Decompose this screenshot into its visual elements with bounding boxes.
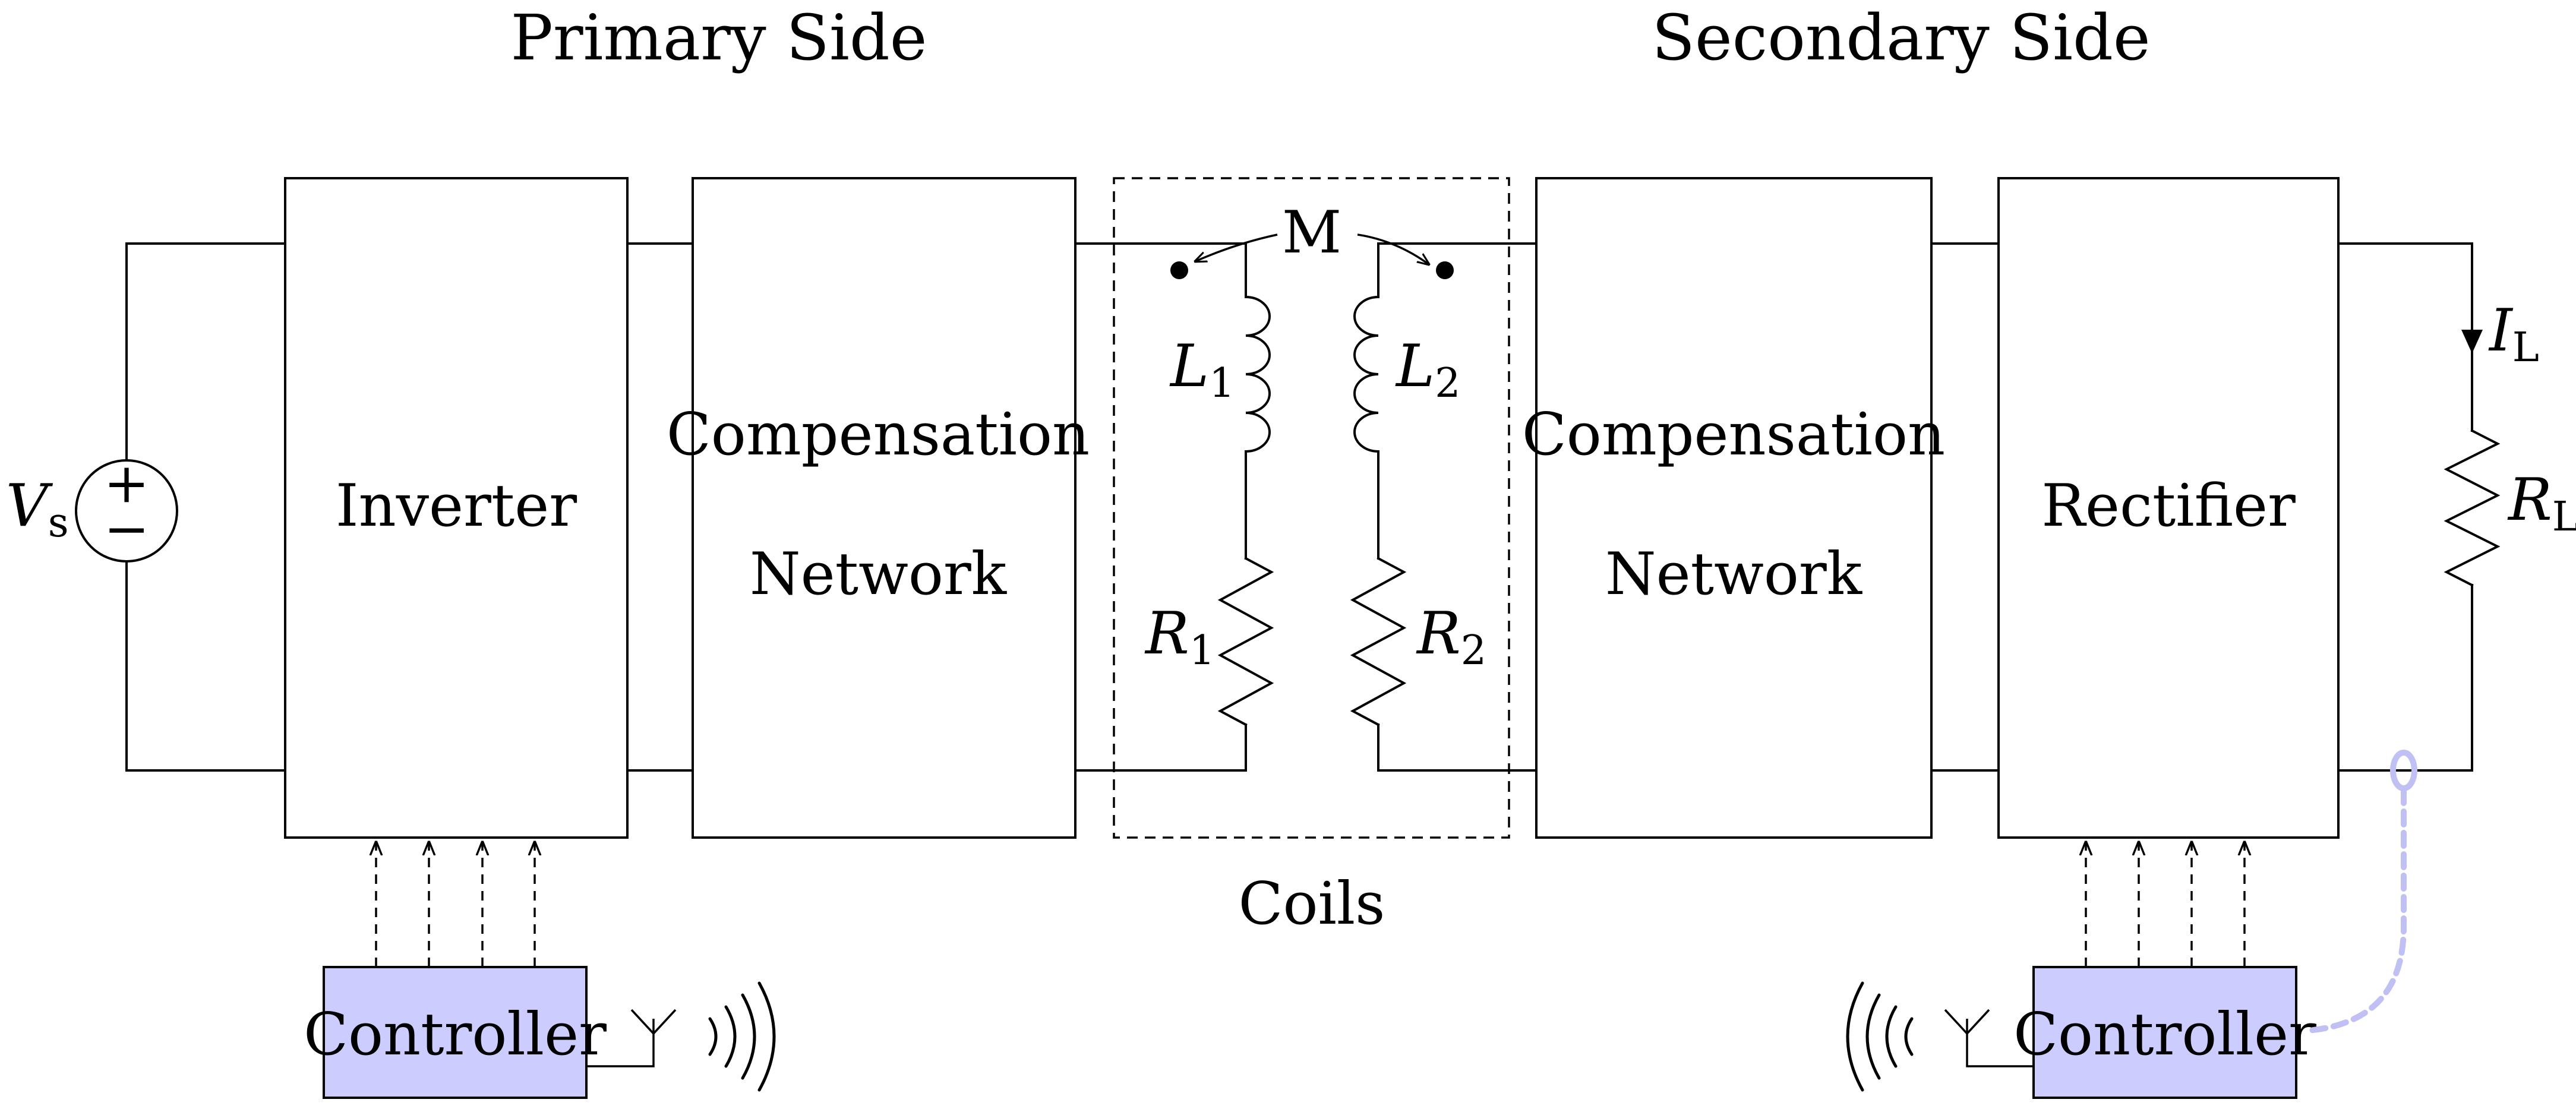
secondary-controller-label: Controller — [2013, 1001, 2316, 1069]
mutual-arrow-right — [1357, 233, 1429, 264]
voltage-source: + − Vs — [6, 451, 178, 563]
secondary-compensation-label-line1: Compensation — [1522, 401, 1945, 469]
coils-dashed-box — [1113, 177, 1510, 839]
resistor-r2 — [1350, 557, 1407, 726]
primary-antenna-icon — [586, 1009, 677, 1067]
secondary-compensation-label-line2: Network — [1605, 541, 1863, 608]
load-current-arrow — [2461, 330, 2483, 353]
inductor-l2 — [1353, 295, 1380, 453]
secondary-wireless-signal-icon — [1846, 981, 1914, 1092]
l1-label: L1 — [1169, 333, 1235, 407]
inverter-block — [284, 177, 629, 839]
primary-side-heading: Primary Side — [511, 1, 927, 74]
primary-compensation-label-line2: Network — [750, 541, 1008, 608]
r2-label: R2 — [1416, 600, 1486, 674]
mutual-arrow-left — [1195, 233, 1278, 261]
coils-label: Coils — [1239, 870, 1385, 938]
secondary-controller-block — [2032, 966, 2297, 1099]
primary-compensation-block — [692, 177, 1077, 839]
rectifier-label: Rectifier — [2041, 472, 2296, 540]
source-minus-sign: − — [103, 497, 149, 561]
load-current-label: IL — [2488, 297, 2539, 371]
mutual-inductance-label: M — [1282, 199, 1341, 267]
secondary-control-signals — [2086, 842, 2244, 967]
secondary-side-heading: Secondary Side — [1652, 1, 2150, 74]
source-plus-sign: + — [103, 451, 149, 515]
inductor-l1 — [1244, 295, 1271, 453]
primary-wireless-signal-icon — [708, 981, 776, 1092]
source-label: Vs — [6, 472, 69, 546]
resistor-r1 — [1217, 557, 1274, 726]
secondary-antenna-icon — [1944, 1009, 2034, 1067]
primary-controller-label: Controller — [304, 1001, 607, 1069]
l2-polarity-dot — [1436, 261, 1454, 279]
current-sensor-feedback — [2305, 750, 2417, 1034]
rectifier-block — [1997, 177, 2340, 839]
primary-control-signals — [376, 842, 535, 967]
l2-label: L2 — [1395, 333, 1460, 407]
secondary-compensation-block — [1535, 177, 1933, 839]
primary-compensation-label-line1: Compensation — [667, 401, 1090, 469]
r1-label: R1 — [1144, 600, 1215, 674]
inverter-label: Inverter — [336, 472, 577, 540]
primary-controller-block — [323, 966, 588, 1099]
load-resistor — [2444, 429, 2501, 587]
l1-polarity-dot — [1170, 261, 1188, 279]
load-resistor-label: RL — [2507, 466, 2576, 541]
